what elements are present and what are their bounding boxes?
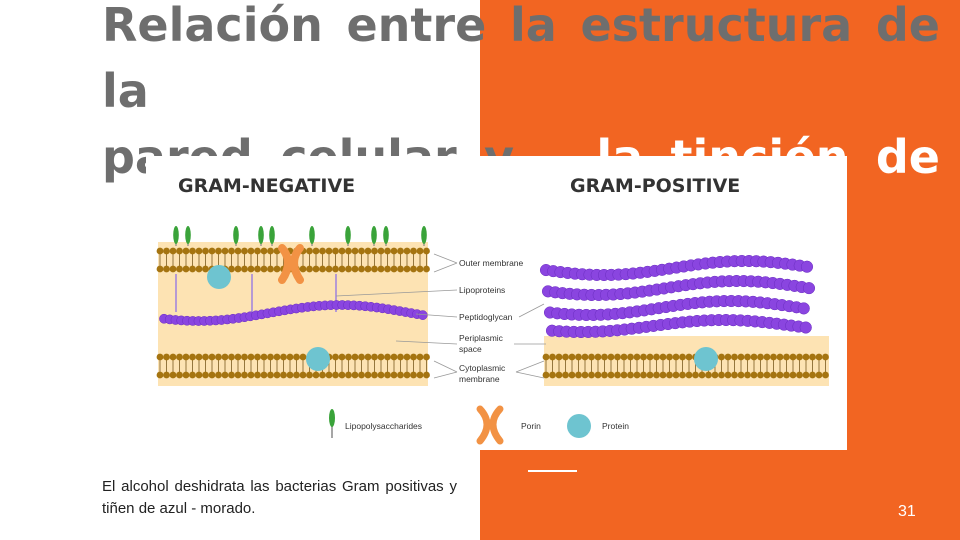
membrane-protein <box>207 265 231 289</box>
lps-molecule <box>233 226 239 244</box>
gram-positive-peptidoglycan-2 <box>541 274 816 302</box>
leader-line <box>395 340 546 345</box>
lps-molecule <box>309 226 315 244</box>
membrane-protein <box>694 347 718 371</box>
cell-wall-diagram-svg: GRAM-NEGATIVE GRAM-POSITIVE Outer membra… <box>156 175 829 445</box>
label-cytoplasmic: Cytoplasmic <box>459 363 506 373</box>
lps-molecule <box>383 226 389 244</box>
label-lipoproteins: Lipoproteins <box>459 285 505 295</box>
lps-molecule <box>173 226 179 244</box>
lps-molecule <box>185 226 191 244</box>
label-periplasmic: Periplasmic <box>459 333 504 343</box>
porin-channel <box>290 244 304 284</box>
porin-channel <box>278 244 292 284</box>
lps-molecule <box>345 226 351 244</box>
protein-icon <box>567 414 591 438</box>
gram-positive-peptidoglycan-3 <box>543 294 810 322</box>
lps-molecule <box>258 226 264 244</box>
page-number: 31 <box>898 503 916 520</box>
gram-positive-peptidoglycan-4 <box>545 313 812 339</box>
gram-negative-peptidoglycan <box>159 300 428 326</box>
gram-negative-cytoplasmic-membrane <box>156 353 430 379</box>
legend-porin: Porin <box>521 421 541 431</box>
lps-molecule <box>371 226 377 244</box>
gram-negative-heading: GRAM-NEGATIVE <box>178 175 355 197</box>
label-space: space <box>459 344 482 354</box>
leader-line <box>433 360 545 379</box>
lps-icon <box>329 409 335 438</box>
legend-lipopolysaccharides: Lipopolysaccharides <box>345 421 422 431</box>
cell-wall-diagram: GRAM-NEGATIVE GRAM-POSITIVE Outer membra… <box>146 156 847 450</box>
legend-protein: Protein <box>602 421 629 431</box>
lps-molecule <box>269 226 275 244</box>
title-line-1: Relación entre la estructura de la <box>102 0 940 118</box>
gram-positive-peptidoglycan-1 <box>539 254 814 282</box>
legend: Lipopolysaccharides Porin Protein <box>329 405 629 445</box>
label-peptidoglycan: Peptidoglycan <box>459 312 513 322</box>
label-membrane: membrane <box>459 374 500 384</box>
accent-rule <box>528 470 577 472</box>
lps-molecule <box>421 226 427 244</box>
label-outer-membrane: Outer membrane <box>459 258 524 268</box>
leader-line <box>433 253 458 273</box>
leader-line <box>415 303 545 318</box>
caption-text: El alcohol deshidrata las bacterias Gram… <box>102 478 457 517</box>
gram-positive-heading: GRAM-POSITIVE <box>570 175 740 197</box>
porin-icon <box>476 405 504 445</box>
gram-positive-cytoplasmic-membrane <box>542 353 829 379</box>
leader-line <box>335 289 458 297</box>
membrane-protein <box>306 347 330 371</box>
